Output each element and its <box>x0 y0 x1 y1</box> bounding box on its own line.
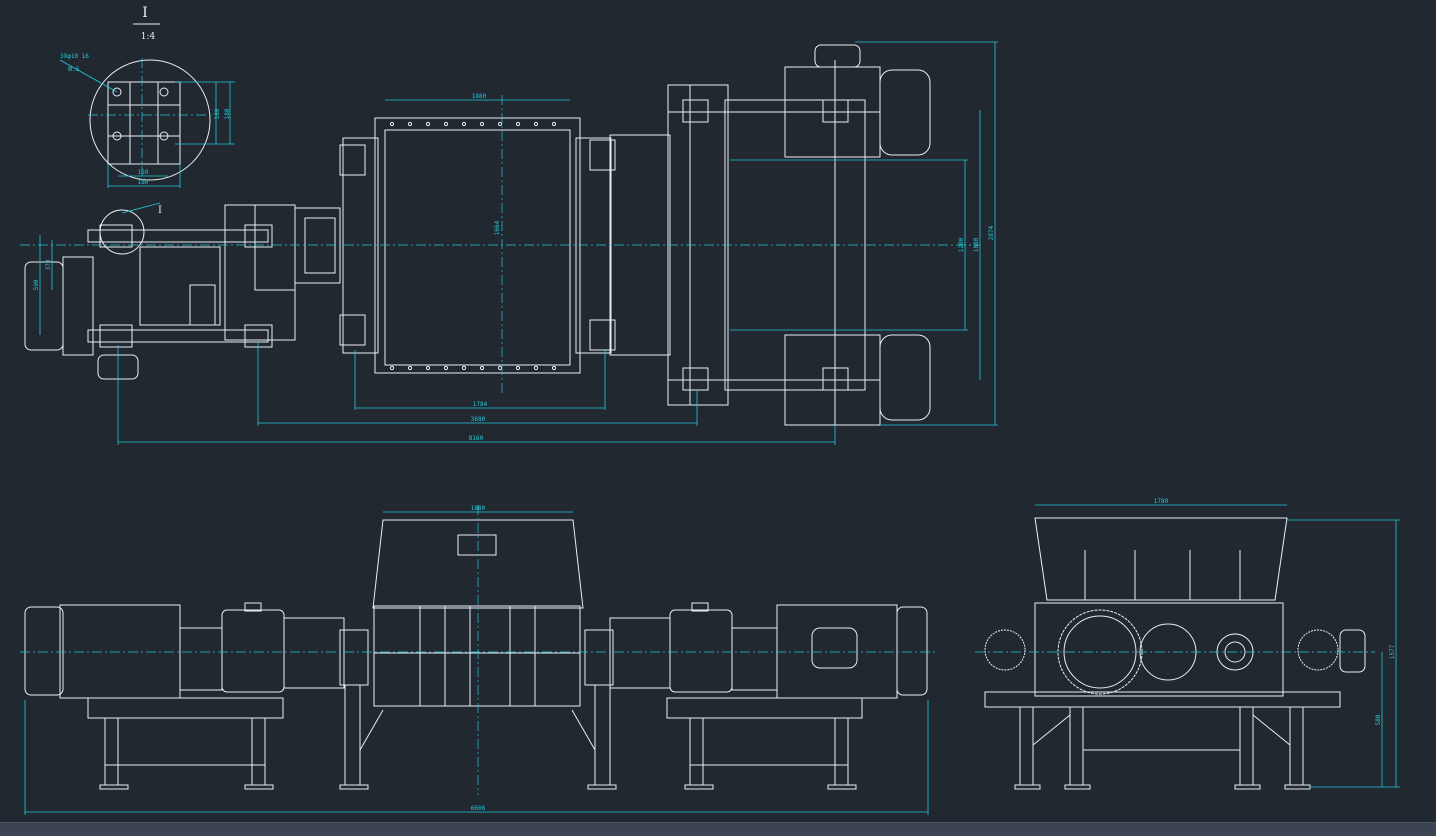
side-dim-height: 1577 <box>1389 644 1396 659</box>
hole-callout-2: Ⅲ.5 <box>68 66 80 73</box>
top-view: I <box>20 41 998 445</box>
side-dim-base: 580 <box>1375 714 1382 725</box>
detail-dim-h2: 180 <box>224 108 231 119</box>
top-dim-left-1: 370 <box>45 259 52 270</box>
top-dim-bottom-1: 1784 <box>473 401 488 408</box>
bolt-holes <box>389 121 557 371</box>
front-view: 1880 6606 <box>20 505 935 815</box>
front-dim-top: 1880 <box>471 505 486 512</box>
detail-dim-h1: 180 <box>214 108 221 119</box>
top-dim-left-2: 590 <box>33 279 40 290</box>
top-dim-right-1: 1200 <box>958 237 965 252</box>
side-view: 1780 1577 580 <box>975 498 1400 790</box>
top-dim-center: 1664 <box>494 220 501 235</box>
top-dim-bottom-2: 3680 <box>471 416 486 423</box>
status-bar <box>0 822 1436 836</box>
front-dim-total: 6606 <box>471 805 486 812</box>
top-dim-right-2: 1880 <box>973 237 980 252</box>
detail-dim-w1: 150 <box>138 169 149 176</box>
detail-mark: I <box>142 5 148 21</box>
detail-scale: 1:4 <box>141 32 156 42</box>
hole-callout-1: 3Xφ10 16 <box>60 53 89 60</box>
top-dim-right-3: 2874 <box>988 225 995 240</box>
top-dim-top: 1880 <box>472 93 487 100</box>
detail-view: I 1:4 3Xφ10 16 Ⅲ.5 180 180 150 180 <box>59 5 235 188</box>
detail-dim-w2: 180 <box>138 179 149 186</box>
leader-mark: I <box>158 205 162 216</box>
top-dim-bottom-3: 8160 <box>469 435 484 442</box>
side-dim-top: 1780 <box>1154 498 1169 505</box>
